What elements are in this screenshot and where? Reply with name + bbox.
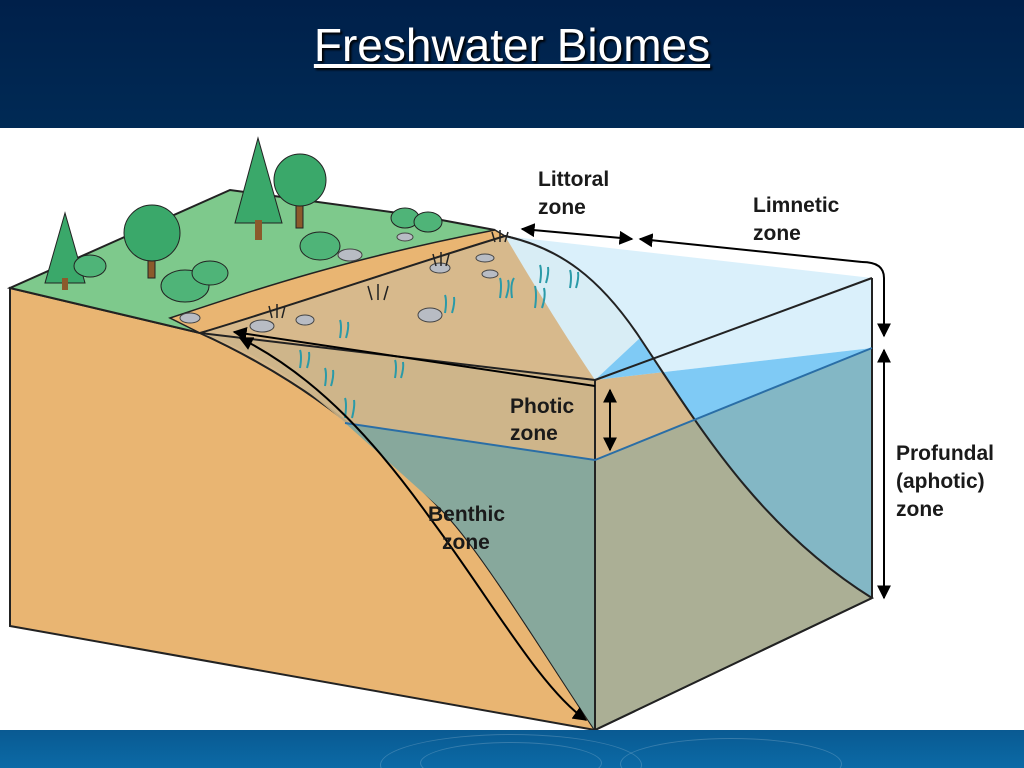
profundal-zone-label-line1: Profundal <box>896 442 994 465</box>
littoral-zone-label-line1: Littoral <box>538 168 609 191</box>
zone-arrows <box>232 223 891 721</box>
title-bar: Freshwater Biomes <box>0 0 1024 128</box>
diagram-panel: Littoral zone Limnetic zone Photic zone … <box>0 128 1024 732</box>
benthic-zone-arrow <box>238 337 588 721</box>
deciduous-tree <box>273 153 327 229</box>
profundal-zone-label-line3: zone <box>896 498 944 521</box>
benthic-zone-label-line1: Benthic <box>428 503 505 526</box>
photic-zone-label-line2: zone <box>510 422 558 445</box>
photic-zone-label-line1: Photic <box>510 395 574 418</box>
littoral-zone-label-line2: zone <box>538 196 586 219</box>
limnetic-zone-label-line1: Limnetic <box>753 194 840 217</box>
littoral-zone-arrow <box>520 223 634 245</box>
profundal-zone-label-line2: (aphotic) <box>896 470 985 493</box>
limnetic-zone-arrow-tail <box>861 261 891 338</box>
lake-zones-diagram: Littoral zone Limnetic zone Photic zone … <box>6 136 994 732</box>
stones <box>179 232 499 333</box>
limnetic-zone-arrow <box>638 233 863 263</box>
footer-band <box>0 730 1024 768</box>
limnetic-zone-label-line2: zone <box>753 222 801 245</box>
slide-title: Freshwater Biomes <box>313 19 711 71</box>
reeds <box>268 230 509 319</box>
conifer-tree <box>44 211 86 290</box>
aphotic-side-face <box>595 348 872 730</box>
deciduous-tree <box>123 204 181 279</box>
conifer-tree <box>234 136 283 240</box>
shrubs <box>73 207 443 303</box>
benthic-zone-label-line2: zone <box>442 531 490 554</box>
water-ripple <box>620 738 842 768</box>
photic-water-layer <box>505 236 872 380</box>
